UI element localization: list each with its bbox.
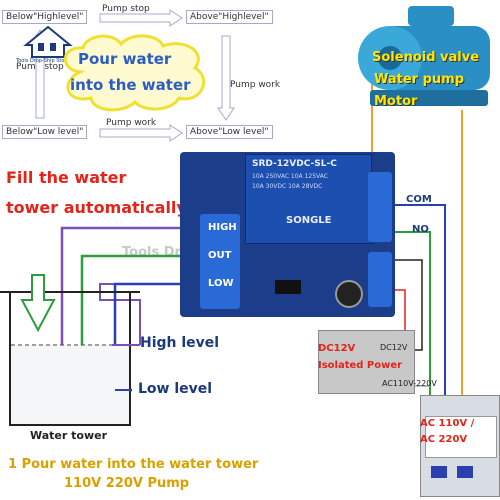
tower-walls: [9, 292, 131, 426]
state-above-high: Above"Highlevel": [186, 10, 273, 24]
relay-model: SRD-12VDC-SL-C: [252, 159, 337, 169]
state-above-low: Above"Low level": [186, 125, 273, 139]
house-logo-icon: [23, 25, 73, 58]
label-high-level: High level: [140, 335, 220, 351]
cloud-line-2: into the water: [70, 76, 191, 94]
power-label-2: Isolated Power: [318, 360, 403, 371]
label-pump-work-bottom: Pump work: [106, 118, 157, 128]
tower-water: [11, 345, 129, 424]
wire-purple: [60, 226, 205, 400]
pump-label-3: Motor: [374, 94, 418, 109]
pin-low: LOW: [208, 278, 234, 289]
pump-icon: [358, 6, 490, 106]
state-below-low: Below"Low level": [2, 125, 88, 139]
relay-rating-1: 10A 250VAC 10A 125VAC: [252, 173, 328, 180]
capacitor: [335, 280, 363, 308]
label-no: NO: [412, 224, 429, 235]
label-low-level: Low level: [138, 381, 213, 397]
arrow-right-top: [99, 9, 183, 27]
relay-brand: SONGLE: [286, 215, 332, 226]
wire-dc-black: [395, 259, 423, 351]
water-pump: [350, 2, 498, 114]
wire-no: [390, 231, 431, 395]
caption-line-1: 1 Pour water into the water tower: [8, 457, 259, 472]
inflow-arrow-icon: [20, 274, 56, 333]
wire-dc-red: [395, 289, 406, 330]
water-tower: [0, 274, 140, 426]
state-below-high: Below"Highlevel": [2, 10, 88, 24]
tower-caption: Water tower: [30, 429, 107, 442]
logo-text: Tools Drop-Ship Store: [16, 58, 70, 64]
circuit-breaker: [420, 395, 500, 497]
pump-label-1: Solenoid valve: [372, 50, 480, 65]
wire-com: [390, 204, 446, 395]
label-pump-stop-top: Pump stop: [102, 4, 150, 14]
power-dc-label: DC12V: [380, 343, 408, 352]
breaker-label-2: AC 220V: [420, 434, 468, 445]
thought-cloud: [63, 34, 206, 112]
arrow-right-bottom: [99, 124, 183, 142]
pin-out: OUT: [208, 250, 232, 261]
power-label-1: DC12V: [318, 343, 356, 354]
pump-label-2: Water pump: [374, 72, 465, 87]
sensor-terminal-block: [200, 214, 240, 309]
breaker-label-1: AC 110V /: [420, 418, 475, 429]
flow-arrows: [31, 9, 235, 142]
pin-high: HIGH: [208, 222, 237, 233]
store-logo: Tools Drop-Ship Store: [16, 25, 76, 67]
power-supply: [318, 330, 415, 394]
relay-terminal-block: [368, 172, 392, 242]
title-line-2: tower automatically: [6, 198, 187, 217]
relay-rating-2: 10A 30VDC 10A 28VDC: [252, 183, 323, 190]
power-terminal-block: [368, 252, 392, 307]
ic-chip: [275, 280, 301, 294]
arrow-down-right: [217, 35, 235, 121]
label-pump-work-right: Pump work: [230, 80, 281, 90]
breaker-switch: [425, 416, 497, 458]
relay-module-board: SRD-12VDC-SL-C 10A 250VAC 10A 125VAC 10A…: [180, 152, 395, 317]
relay-cube: SRD-12VDC-SL-C 10A 250VAC 10A 125VAC 10A…: [245, 154, 372, 244]
breaker-toggle-2: [457, 466, 473, 478]
cloud-line-1: Pour water: [78, 50, 172, 68]
label-com: COM: [406, 194, 432, 205]
power-ac-label: AC110V-220V: [382, 379, 437, 388]
caption-line-2: 110V 220V Pump: [64, 476, 190, 491]
breaker-toggle-1: [431, 466, 447, 478]
title-line-1: Fill the water: [6, 168, 127, 187]
